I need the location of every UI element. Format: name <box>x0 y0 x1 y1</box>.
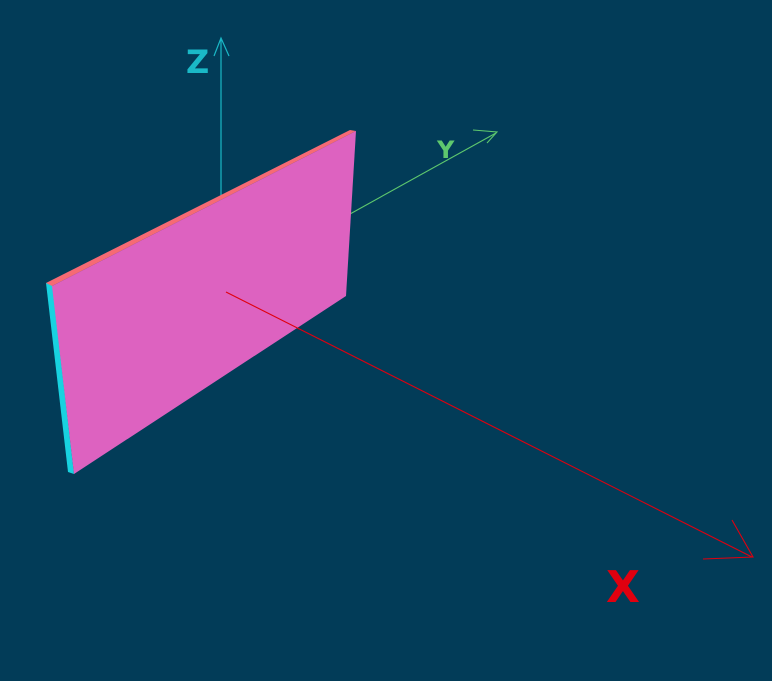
y-axis-line <box>349 132 497 215</box>
z-axis: Z <box>186 36 230 196</box>
plate-top-edge <box>46 130 356 286</box>
x-axis-arrowhead <box>702 519 754 560</box>
y-axis: Y <box>349 129 499 215</box>
plate-side-edge <box>46 283 74 474</box>
x-axis: X <box>225 291 754 613</box>
y-axis-label: Y <box>436 136 455 164</box>
x-axis-label: X <box>606 562 640 613</box>
z-axis-arrowhead <box>213 36 230 57</box>
y-axis-arrowhead <box>472 129 499 144</box>
z-axis-label: Z <box>186 43 209 81</box>
x-axis-line <box>225 291 753 558</box>
plate-front-face <box>52 131 356 474</box>
plate[interactable] <box>46 130 356 474</box>
